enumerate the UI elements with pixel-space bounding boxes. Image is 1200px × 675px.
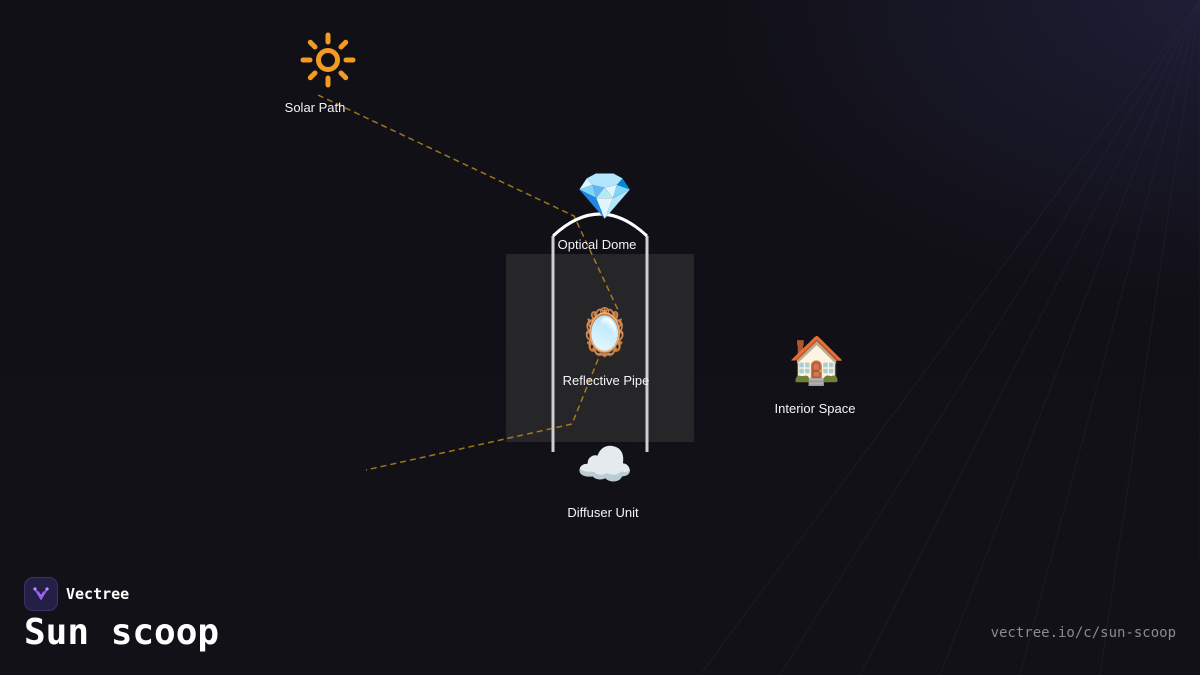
- vectree-logo-icon: [24, 577, 58, 611]
- house-icon: 🏠: [788, 334, 846, 386]
- share-url[interactable]: vectree.io/c/sun-scoop: [990, 625, 1176, 641]
- node-interior-space-label: Interior Space: [775, 401, 856, 417]
- diffuser-unit-label: Diffuser Unit: [567, 505, 639, 520]
- node-solar-path-label: Solar Path: [285, 100, 346, 116]
- page-title: Sun scoop: [24, 612, 220, 653]
- node-reflective-pipe: 🪞: [576, 306, 633, 358]
- brand[interactable]: Vectree: [24, 577, 129, 611]
- node-diffuser-unit-label: Diffuser Unit: [567, 505, 638, 521]
- sun-icon: [300, 32, 356, 88]
- node-solar-path: [300, 32, 356, 88]
- gem-icon: 💎: [576, 170, 634, 222]
- node-interior-space: 🏠: [788, 334, 845, 386]
- light-path: [317, 94, 619, 471]
- tube-shaft-box: [506, 254, 694, 442]
- node-reflective-pipe-label: Reflective Pipe: [563, 373, 650, 389]
- solar-path-label: Solar Path: [284, 100, 346, 115]
- mirror-icon: 🪞: [576, 306, 634, 358]
- brand-name: Vectree: [66, 585, 130, 603]
- reflective-pipe-label: Reflective Pipe: [562, 373, 650, 388]
- optical-dome-label: Optical Dome: [557, 237, 637, 252]
- interior-space-label: Interior Space: [774, 401, 856, 416]
- node-optical-dome: 💎: [576, 170, 633, 222]
- node-optical-dome-label: Optical Dome: [558, 237, 637, 253]
- cloud-icon: ☁️: [576, 438, 634, 490]
- optical-dome-arc: [551, 212, 649, 238]
- node-diffuser-unit: ☁️: [576, 438, 633, 490]
